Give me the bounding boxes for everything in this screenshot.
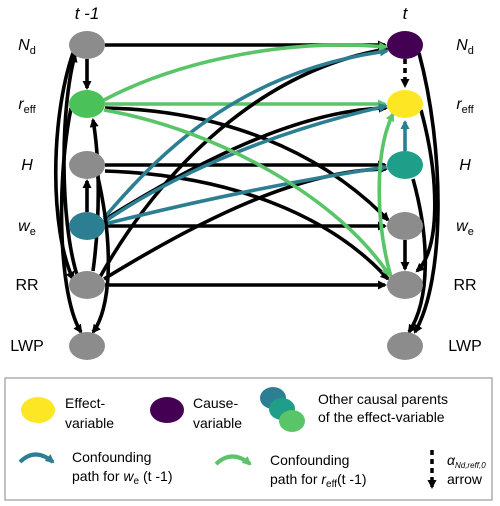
edge-right-arc-Nd-LWP <box>413 52 440 334</box>
label-Nd-left: Nd <box>18 37 36 57</box>
edge-reff-past-to-Nd-confounding <box>103 41 388 102</box>
label-reff-right: reff <box>456 96 474 116</box>
cause-variable-swatch <box>150 397 184 423</box>
svg-text:Confounding: Confounding <box>72 449 151 465</box>
edge-left-RR-to-reff <box>89 118 101 272</box>
svg-text:path for reff(t -1): path for reff(t -1) <box>270 471 367 490</box>
svg-text:arrow: arrow <box>447 471 483 487</box>
other-parent-swatch-3 <box>279 410 305 432</box>
edge-reff-past-to-we <box>104 106 390 222</box>
label-Nd-right: Nd <box>456 37 474 57</box>
node-LWP-past <box>69 332 105 360</box>
effect-variable-label-2: variable <box>65 415 114 431</box>
confounding-reff-var: r <box>321 471 327 487</box>
label-reff-left: reff <box>18 96 36 116</box>
edges-layer <box>53 40 440 334</box>
confounding-reff-suffix: (t -1) <box>337 471 367 487</box>
confounding-we-var-sub: e <box>134 476 140 487</box>
confounding-we-arrow-icon <box>18 452 55 464</box>
confounding-reff-label-1: Confounding <box>270 452 349 468</box>
alpha-subscript: Nd,reff,0 <box>455 461 486 470</box>
edge-right-RR-to-reff-confounding <box>377 112 395 278</box>
edge-we-past-to-H-confounding <box>104 163 388 226</box>
svg-text:Confounding: Confounding <box>270 452 349 468</box>
other-parents-label-2: of the effect-variable <box>318 409 445 425</box>
confounding-reff-label-2: path for <box>270 471 321 487</box>
node-H-past <box>69 151 105 179</box>
edge-H-past-to-RR <box>104 169 390 281</box>
label-we-left: we <box>18 218 36 238</box>
label-we-right: we <box>456 218 474 238</box>
node-LWP-current <box>387 332 423 360</box>
alpha-symbol: α <box>447 452 456 468</box>
nodes-layer <box>69 31 423 360</box>
node-we-current <box>387 212 423 240</box>
edge-right-arc-H-LWP <box>407 178 428 334</box>
svg-text:variable: variable <box>193 415 242 431</box>
label-H-right: H <box>459 157 471 174</box>
effect-variable-swatch <box>21 397 55 423</box>
confounding-we-var: w <box>123 468 134 484</box>
node-reff-past <box>69 90 105 118</box>
node-RR-past <box>69 271 105 299</box>
node-RR-current <box>387 271 423 299</box>
node-Nd-current <box>387 31 423 59</box>
label-LWP-left: LWP <box>10 338 43 355</box>
confounding-reff-arrow-icon <box>214 454 252 466</box>
svg-text:variable: variable <box>65 415 114 431</box>
other-parents-label-1: Other causal parents <box>318 391 448 407</box>
effect-variable-label-1: Effect- <box>65 395 106 411</box>
label-LWP-right: LWP <box>448 338 481 355</box>
svg-text:Effect-: Effect- <box>65 395 106 411</box>
edge-we-past-to-Nd-confounding <box>102 47 389 220</box>
node-Nd-past <box>69 31 105 59</box>
node-reff-current <box>387 90 423 118</box>
label-RR-right: RR <box>453 277 476 294</box>
svg-text:path for we (t -1): path for we (t -1) <box>72 468 173 487</box>
legend-box <box>4 377 493 501</box>
confounding-reff-var-sub: eff <box>326 479 337 490</box>
label-H-left: H <box>21 157 33 174</box>
node-we-past <box>69 212 105 240</box>
svg-text:Cause-: Cause- <box>193 395 238 411</box>
cause-variable-label-1: Cause- <box>193 395 238 411</box>
svg-text:Other causal parents: Other causal parents <box>318 391 448 407</box>
node-H-current <box>387 151 423 179</box>
confounding-we-label-2: path for <box>72 468 123 484</box>
confounding-we-label-1: Confounding <box>72 449 151 465</box>
alpha-arrow-label: arrow <box>447 471 483 487</box>
svg-text:of the effect-variable: of the effect-variable <box>318 409 445 425</box>
current-time-label: t <box>403 4 409 23</box>
cause-variable-label-2: variable <box>193 415 242 431</box>
edge-left-arc-Nd-RR <box>53 52 75 281</box>
past-time-label: t -1 <box>75 4 100 23</box>
confounding-we-suffix: (t -1) <box>139 468 172 484</box>
edge-reff-past-to-RR-confounding <box>103 108 391 277</box>
edge-left-arc-reff-LWP <box>59 107 83 334</box>
label-RR-left: RR <box>15 277 38 294</box>
svg-text:αNd,reff,0: αNd,reff,0 <box>447 452 486 470</box>
edge-left-arc-H-LWP <box>91 172 111 334</box>
